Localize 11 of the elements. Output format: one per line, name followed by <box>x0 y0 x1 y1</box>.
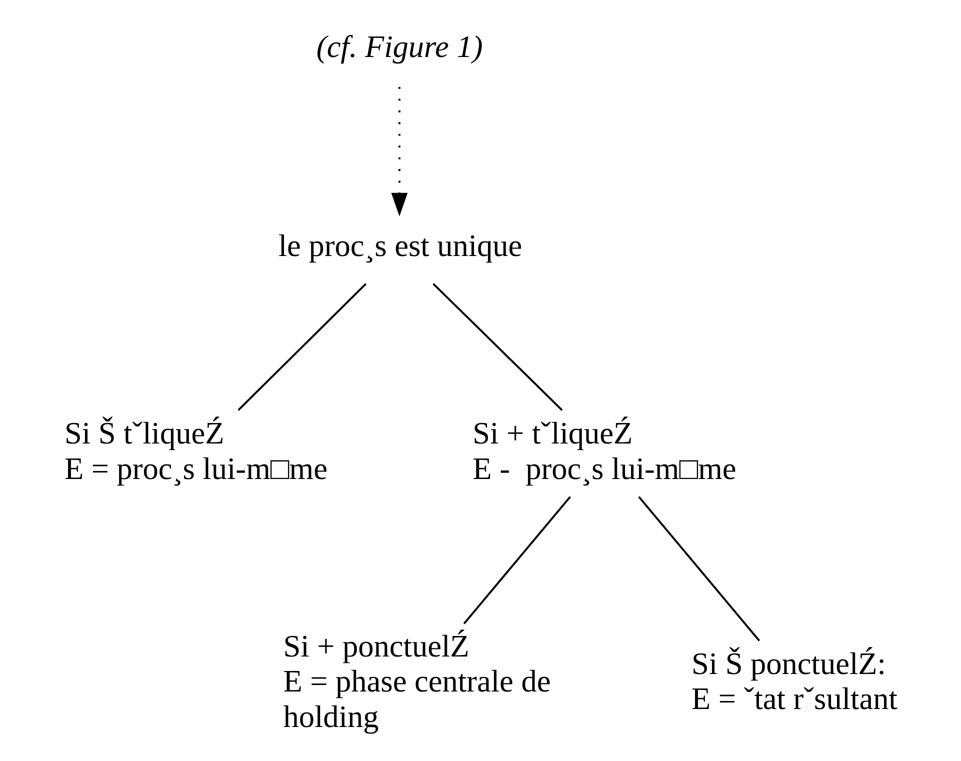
node-text: Si + tˇliqueŹ E - proc¸s lui-m□me <box>472 416 736 486</box>
node-text: Si Š ponctuelŹ: E = ˇtat rˇsultant <box>691 646 898 716</box>
arrow <box>391 87 408 216</box>
node-text: (cf. Figure 1) <box>316 28 483 64</box>
connector <box>638 496 760 642</box>
connector <box>432 283 563 411</box>
connector <box>238 283 367 411</box>
connector <box>463 496 571 624</box>
node-text: Si + ponctuelŹ E = phase centrale de holding <box>283 628 551 734</box>
node-text: Si Š tˇliqueŹ E = proc¸s lui-m□me <box>64 416 328 486</box>
node-text: le proc¸s est unique <box>278 228 522 264</box>
